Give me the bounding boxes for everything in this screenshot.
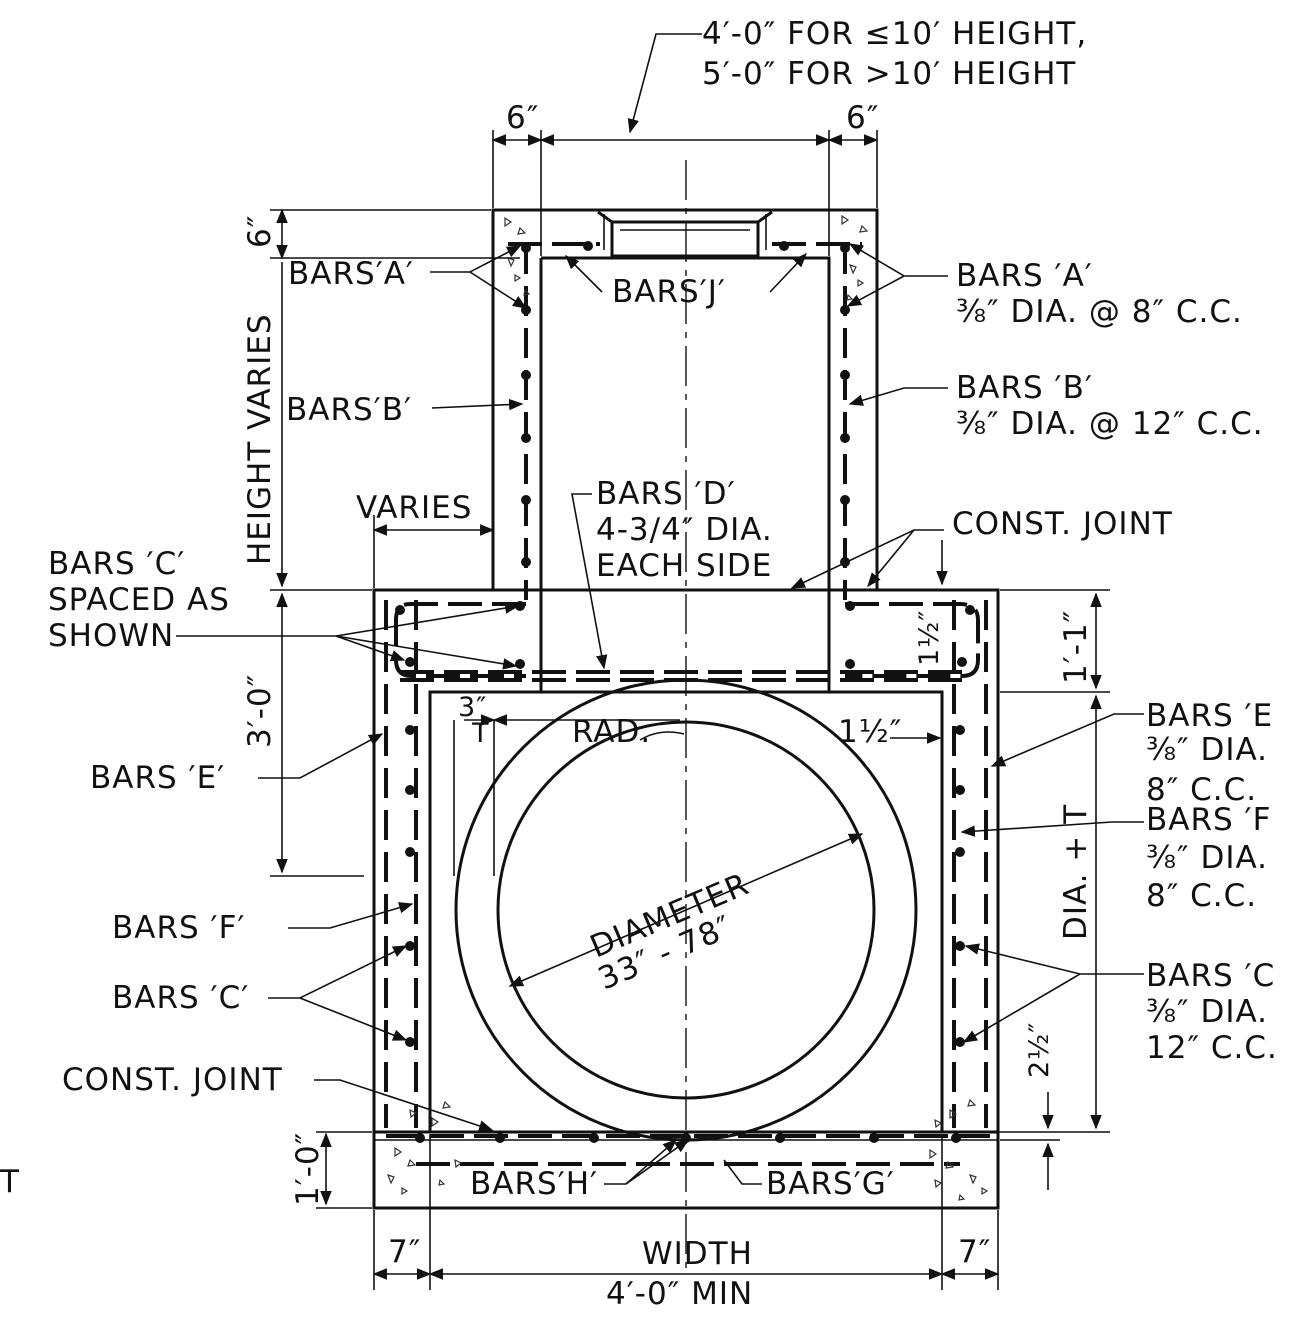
bars-f-left-label: BARS ′F′ <box>112 910 245 946</box>
concrete-aggregate <box>386 214 989 1201</box>
bars-g-label: BARS′G′ <box>766 1166 895 1202</box>
const-joint-top-label: CONST. JOINT <box>952 506 1173 542</box>
bars-j-label: BARS′J′ <box>612 274 726 310</box>
dim-2-half: 2½″ <box>1024 1022 1055 1078</box>
bars-a-right-label: BARS ′A′ <box>956 258 1093 294</box>
bars-d-spec2: EACH SIDE <box>596 548 772 584</box>
width-label: WIDTH <box>642 1236 753 1272</box>
bars-d-label: BARS ′D′ <box>596 476 736 512</box>
bars-a-left-label: BARS′A′ <box>288 256 414 292</box>
bars-c-left-label: BARS ′C′ <box>112 980 249 1016</box>
labels: 4′-0″ FOR ≤10′ HEIGHT, 5′-0″ FOR >10′ HE… <box>0 16 1278 1312</box>
edge-fragment-t: T <box>0 1164 20 1200</box>
wall-thickness-right: 6″ <box>846 100 879 136</box>
bars-c-note-line1: BARS ′C′ <box>48 546 185 582</box>
bars-c-right-spec2: 12″ C.C. <box>1146 1030 1278 1066</box>
dim-1-half-top: 1½″ <box>914 610 945 666</box>
bars-e-right-spec2: 8″ C.C. <box>1146 772 1257 808</box>
dim-7-right: 7″ <box>958 1234 991 1270</box>
dim-3-0: 3′-0″ <box>242 674 278 748</box>
wall-thickness-left: 6″ <box>506 100 539 136</box>
bars-f-right-spec2: 8″ C.C. <box>1146 878 1257 914</box>
dim-3-inch: 3″ <box>458 692 487 723</box>
bars-c-note-line2: SPACED AS <box>48 582 230 618</box>
bars-b-right-label: BARS ′B′ <box>956 370 1093 406</box>
dimension-lines <box>270 33 1110 1290</box>
leader-lines <box>176 243 1144 1185</box>
dim-1-0: 1′-0″ <box>290 1132 326 1206</box>
rad-label: RAD. <box>572 714 651 750</box>
slab-thickness: 6″ <box>242 215 278 248</box>
bars-h-label: BARS′H′ <box>470 1166 598 1202</box>
bars-b-right-spec: ⅜″ DIA. @ 12″ C.C. <box>956 406 1264 442</box>
dia-plus-t-label: DIA. + T <box>1058 804 1094 940</box>
bars-a-right-spec: ⅜″ DIA. @ 8″ C.C. <box>956 294 1243 330</box>
height-varies-label: HEIGHT VARIES <box>242 313 278 565</box>
bars-e-right-label: BARS ′E <box>1146 698 1273 734</box>
bars-f-right-spec1: ⅜″ DIA. <box>1146 840 1268 876</box>
bars-b-left-label: BARS′B′ <box>286 392 412 428</box>
top-note-line2: 5′-0″ FOR >10′ HEIGHT <box>702 56 1076 92</box>
bar-dots <box>395 241 975 1143</box>
bars-e-left-label: BARS ′E′ <box>90 760 225 796</box>
bars-c-note-line3: SHOWN <box>48 618 174 654</box>
width-min-label: 4′-0″ MIN <box>606 1276 753 1312</box>
bars-f-right-label: BARS ′F <box>1146 802 1271 838</box>
bars-e-right-spec1: ⅜″ DIA. <box>1146 732 1268 768</box>
dim-1-half-inner: 1½″ <box>838 714 902 750</box>
top-note-line1: 4′-0″ FOR ≤10′ HEIGHT, <box>702 16 1087 52</box>
bars-d-spec1: 4-3/4″ DIA. <box>596 512 773 548</box>
dim-t: T <box>471 718 490 749</box>
dim-7-left: 7″ <box>388 1234 421 1270</box>
bars-c-right-spec1: ⅜″ DIA. <box>1146 994 1268 1030</box>
bars-c-right-label: BARS ′C <box>1146 958 1275 994</box>
const-joint-bottom-label: CONST. JOINT <box>62 1062 283 1098</box>
dim-1-1: 1′-1″ <box>1058 610 1094 684</box>
varies-label: VARIES <box>356 490 472 526</box>
